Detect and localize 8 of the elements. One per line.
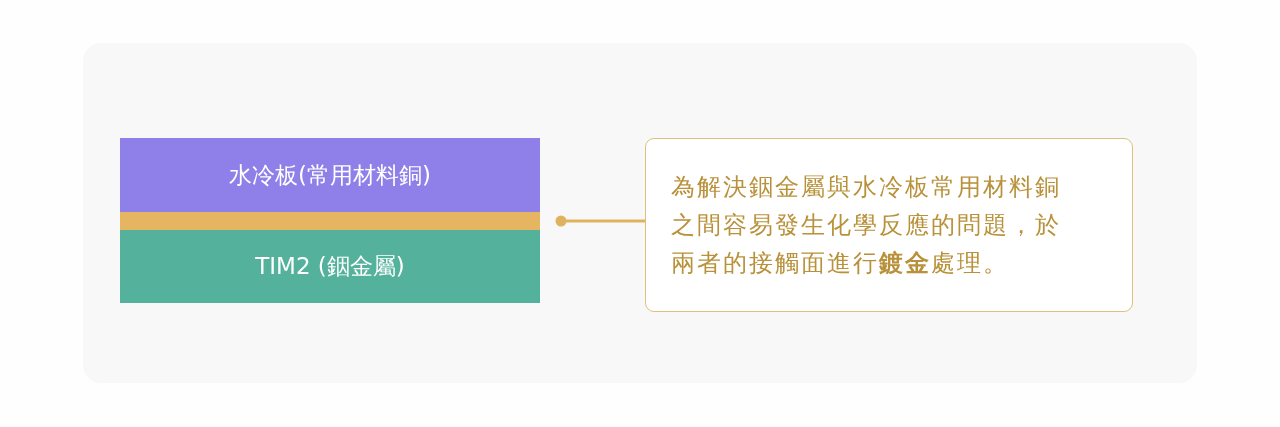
plating-layer	[120, 212, 540, 230]
tim-layer	[120, 230, 540, 303]
callout-box	[645, 138, 1133, 312]
layer-label: 水冷板(常用材料銅)	[229, 160, 431, 190]
leader-line	[555, 215, 645, 227]
plate-layer	[120, 138, 540, 212]
layer-label: TIM2 (銦金屬)	[255, 252, 405, 281]
callout-text: 為解決銦金屬與水冷板常用材料銅之間容易發生化學反應的問題，於兩者的接觸面進行鍍金處理。	[671, 172, 1062, 279]
